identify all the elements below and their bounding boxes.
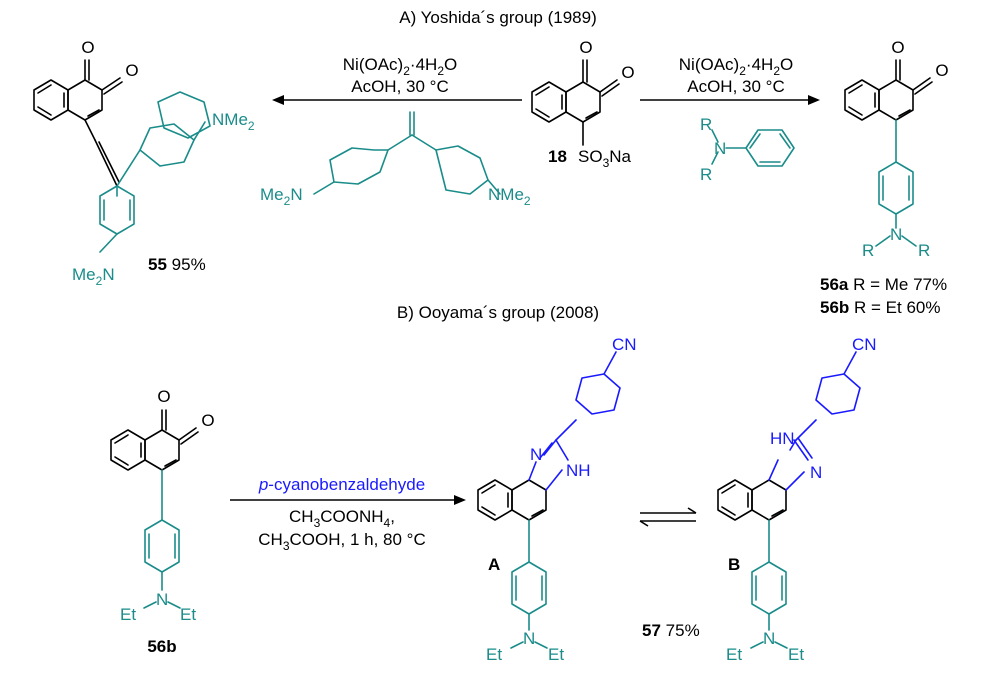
o-label-55-2: O — [125, 61, 138, 80]
o-label-55-1: O — [81, 38, 94, 57]
reagent-a-right: Ni(OAc)2·4H2O — [679, 55, 793, 78]
tautomer-b-aryl — [750, 519, 788, 649]
o-label-18-2: O — [621, 63, 634, 82]
conditions-b-1: CH3COONH4, — [289, 507, 395, 530]
compound-56b-aryl — [143, 469, 181, 609]
conditions-b-2: CH3COOH, 1 h, 80 °C — [258, 530, 425, 553]
compound-56a-label: 56a R = Me 77% — [820, 275, 947, 294]
cn-label-a: CN — [612, 335, 637, 354]
compound-55-label: 55 95% — [148, 255, 206, 274]
nme2-reagent: NMe2 — [488, 185, 531, 208]
aniline-reagent — [711, 129, 795, 167]
et-label-56b-1: Et — [120, 605, 136, 624]
tautomer-b-imidazole — [768, 351, 861, 491]
et-label-a-2: Et — [548, 645, 564, 664]
cn-label-b: CN — [852, 335, 877, 354]
me2n-reagent: Me2N — [260, 185, 303, 208]
equilibrium-arrows — [639, 507, 697, 527]
label-b: B — [728, 555, 740, 574]
compound-18-label: 18 — [548, 147, 567, 166]
compound-18 — [531, 59, 620, 146]
r-label-56-2: R — [918, 241, 930, 260]
o-label-56-1: O — [891, 38, 904, 57]
o-label-56-2: O — [935, 61, 948, 80]
compound-56-aryl — [875, 119, 917, 247]
conditions-a-right: AcOH, 30 °C — [687, 77, 785, 96]
n-label-a-amine: N — [523, 629, 535, 648]
n-label-aniline: N — [714, 139, 726, 158]
section-b-title: B) Ooyama´s group (2008) — [397, 303, 599, 322]
section-a-title: A) Yoshida´s group (1989) — [399, 8, 597, 27]
tautomer-a-aryl — [510, 519, 548, 649]
compound-56b-label: 56b — [147, 637, 176, 656]
compound-56b-label: 56b R = Et 60% — [820, 298, 941, 317]
r-label-2: R — [700, 165, 712, 184]
reagent-a-left: Ni(OAc)2·4H2O — [343, 55, 457, 78]
arrow-b-head — [454, 495, 466, 505]
et-label-56b-2: Et — [180, 605, 196, 624]
r-label-56-1: R — [862, 241, 874, 260]
o-label-18-1: O — [579, 38, 592, 57]
nme2-55: NMe2 — [212, 110, 255, 133]
conditions-a-left: AcOH, 30 °C — [351, 77, 449, 96]
tautomer-b-core — [717, 479, 787, 521]
n-label-a: N — [530, 445, 542, 464]
et-label-b-2: Et — [788, 645, 804, 664]
n-label-b-amine: N — [763, 629, 775, 648]
compound-55-core — [33, 59, 123, 187]
r-label-1: R — [700, 115, 712, 134]
n-label-56: N — [890, 225, 902, 244]
so3na-label: SO3Na — [578, 147, 632, 170]
compound-57-label: 57 75% — [642, 621, 700, 640]
nh-label-a: NH — [566, 461, 591, 480]
et-label-b-1: Et — [726, 645, 742, 664]
tautomer-a-imidazole — [528, 351, 621, 491]
compound-55-aryls — [99, 91, 211, 253]
arrow-a-left-head — [272, 95, 284, 105]
n-label-b: N — [810, 463, 822, 482]
hn-label-b: HN — [770, 429, 795, 448]
compound-56b-start — [110, 409, 199, 471]
o-label-56b-2: O — [201, 411, 214, 430]
n-label-56b: N — [156, 590, 168, 609]
reagent-b: p-cyanobenzaldehyde — [258, 475, 425, 494]
ethylene-reagent — [313, 111, 501, 195]
label-a: A — [488, 555, 500, 574]
me2n-55: Me2N — [72, 265, 115, 288]
o-label-56b-1: O — [157, 387, 170, 406]
arrow-a-right-head — [808, 95, 820, 105]
tautomer-a-core — [477, 479, 547, 521]
et-label-a-1: Et — [486, 645, 502, 664]
compound-56-core — [844, 59, 933, 121]
